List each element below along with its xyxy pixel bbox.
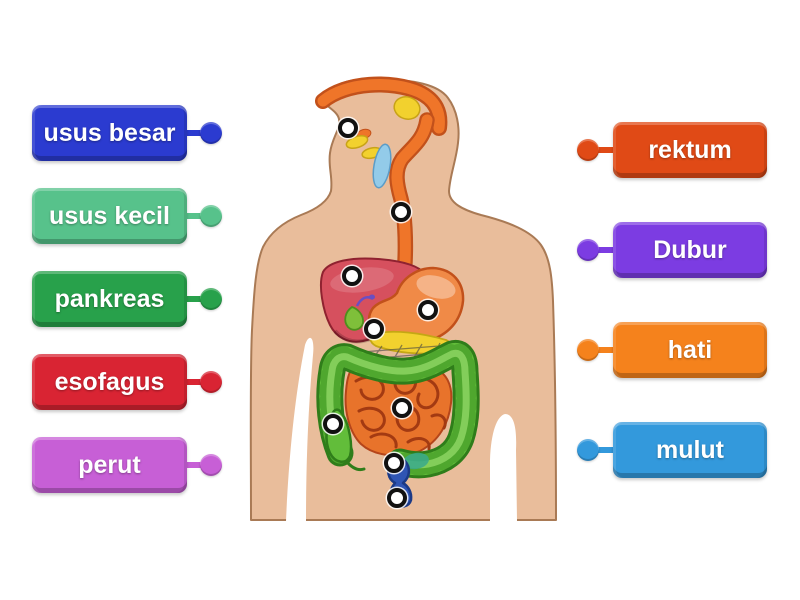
label-dubur[interactable]: Dubur — [577, 222, 767, 278]
label-connector-stem — [593, 447, 617, 453]
label-text: usus kecil — [49, 201, 170, 230]
pin-on-liver[interactable] — [342, 266, 362, 286]
label-chip: rektum — [613, 122, 767, 178]
label-connector-stem — [182, 379, 214, 385]
label-hati[interactable]: hati — [577, 322, 767, 378]
gallbladder — [344, 294, 375, 331]
salivary-glands — [345, 96, 421, 160]
pin-on-mouth[interactable] — [338, 118, 358, 138]
label-pankreas[interactable]: pankreas — [32, 271, 222, 327]
label-text: hati — [667, 335, 713, 364]
pin-on-anus[interactable] — [387, 488, 407, 508]
label-text: pankreas — [54, 284, 165, 313]
label-text: usus besar — [43, 118, 176, 147]
label-text: Dubur — [653, 235, 727, 264]
label-chip: Dubur — [613, 222, 767, 278]
label-text: rektum — [648, 135, 732, 164]
label-connector-dot — [200, 371, 222, 393]
label-chip: usus besar — [32, 105, 187, 161]
label-mulut[interactable]: mulut — [577, 422, 767, 478]
label-text: esofagus — [54, 367, 165, 396]
label-esofagus[interactable]: esofagus — [32, 354, 222, 410]
digestive-system-illustration — [249, 76, 557, 521]
label-connector-dot — [200, 454, 222, 476]
label-chip: esofagus — [32, 354, 187, 410]
pin-on-pancreas[interactable] — [364, 319, 384, 339]
pin-on-small-intestine[interactable] — [392, 398, 412, 418]
label-chip: mulut — [613, 422, 767, 478]
label-connector-dot — [200, 205, 222, 227]
epiglottis — [372, 143, 392, 189]
arm-torso-gaps — [286, 337, 517, 521]
label-connector-stem — [593, 147, 617, 153]
label-connector-stem — [182, 213, 214, 219]
label-connector-dot — [200, 122, 222, 144]
label-text: perut — [78, 450, 141, 479]
label-connector-stem — [182, 130, 214, 136]
label-chip: pankreas — [32, 271, 187, 327]
label-connector-stem — [182, 296, 214, 302]
label-rektum[interactable]: rektum — [577, 122, 767, 178]
sigmoid-transition — [403, 452, 429, 470]
label-text: mulut — [655, 435, 725, 464]
label-connector-dot — [577, 239, 599, 261]
pin-on-large-intestine[interactable] — [323, 414, 343, 434]
pin-on-stomach[interactable] — [418, 300, 438, 320]
digestive-system-diagram — [228, 55, 576, 525]
label-connector-dot — [577, 439, 599, 461]
label-connector-dot — [200, 288, 222, 310]
label-chip: perut — [32, 437, 187, 493]
label-perut[interactable]: perut — [32, 437, 222, 493]
pin-on-rectum[interactable] — [384, 453, 404, 473]
label-connector-stem — [182, 462, 214, 468]
label-connector-dot — [577, 139, 599, 161]
label-usus-kecil[interactable]: usus kecil — [32, 188, 222, 244]
label-connector-stem — [593, 347, 617, 353]
label-usus-besar[interactable]: usus besar — [32, 105, 222, 161]
label-connector-dot — [577, 339, 599, 361]
label-connector-stem — [593, 247, 617, 253]
label-chip: usus kecil — [32, 188, 187, 244]
label-chip: hati — [613, 322, 767, 378]
pin-on-esophagus[interactable] — [391, 202, 411, 222]
